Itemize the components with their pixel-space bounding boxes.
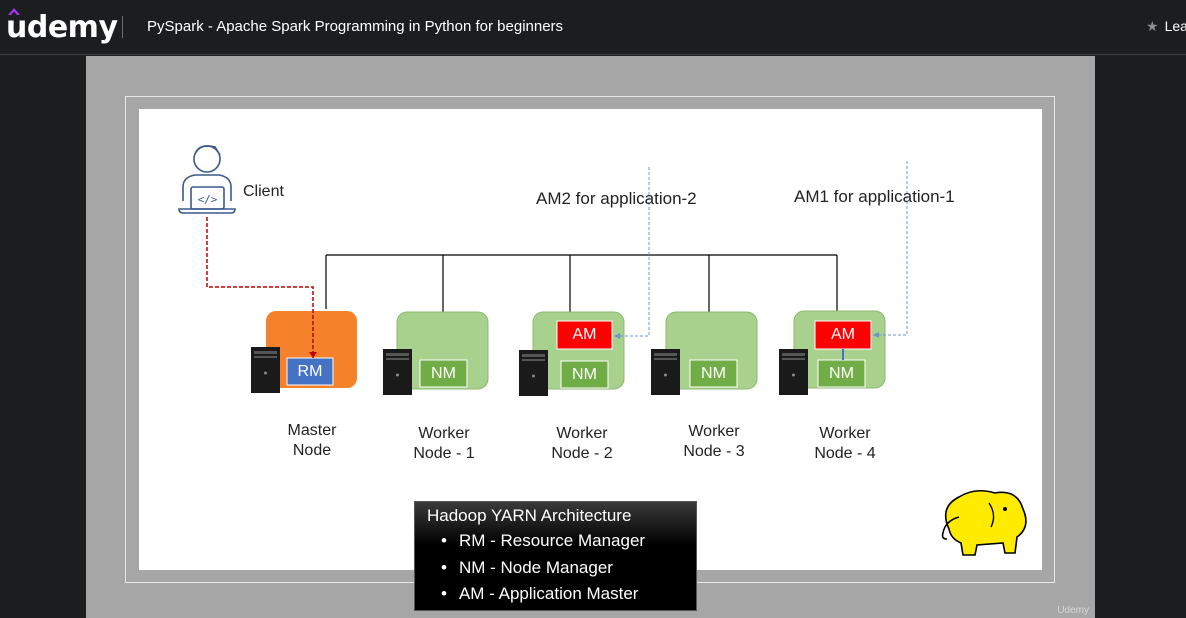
am1-label: AM1 for application-1 [794,187,955,206]
nm-badge-1: NM [431,365,456,382]
rm-badge-box [286,357,334,386]
am-badge-2: AM [572,326,597,343]
leave-rating-button[interactable]: ★ Lea [1146,18,1186,35]
top-bar: udemy PySpark - Apache Spark Programming… [0,0,1186,55]
am-badge-box-2 [556,320,613,350]
server-icons [251,347,808,396]
legend-item: NM - Node Manager [441,555,645,582]
hadoop-elephant-icon [941,489,1027,556]
client-label: Client [243,183,284,200]
legend-list: RM - Resource Manager NM - Node Manager … [441,528,645,608]
am-badge-4: AM [831,326,855,343]
client-request-line [206,217,314,358]
worker-node-1-label: Worker Node - 1 [413,425,475,462]
master-node-label: Master Node [287,422,337,459]
header-divider [122,16,123,38]
video-player[interactable]: </> Client AM2 for application-2 AM1 for… [86,56,1095,618]
svg-text:</>: </> [198,193,218,206]
nm-badge-box-1 [419,359,468,388]
am-badge-box-4 [814,320,872,350]
am2-pointer-line [614,167,650,337]
nm-badge-box-4 [817,359,866,388]
yarn-diagram: </> [178,145,1027,556]
nm-badge-2: NM [572,366,597,383]
course-title[interactable]: PySpark - Apache Spark Programming in Py… [147,18,564,35]
nm-badge-3: NM [701,365,726,382]
rm-badge: RM [297,363,323,380]
am2-label: AM2 for application-2 [536,189,697,208]
nm-badge-box-2 [560,360,609,389]
udemy-logo-icon [8,8,20,15]
udemy-logo[interactable]: udemy [6,10,118,45]
am1-pointer-line [873,161,908,336]
star-icon: ★ [1146,18,1159,34]
nm-badge-box-3 [689,359,738,388]
worker-node-4-label: Worker Node - 4 [814,425,876,462]
leave-rating-label: Lea [1164,18,1186,34]
worker-node-2-label: Worker Node - 2 [551,425,613,462]
legend-item: AM - Application Master [441,581,645,608]
legend-box: Hadoop YARN Architecture RM - Resource M… [414,501,697,611]
udemy-watermark: Udemy [1057,605,1089,616]
worker-node-3-label: Worker Node - 3 [683,423,745,460]
nm-badge-4: NM [829,365,854,382]
legend-title: Hadoop YARN Architecture [427,506,632,525]
slide: </> Client AM2 for application-2 AM1 for… [139,109,1042,570]
legend-item: RM - Resource Manager [441,528,645,555]
client-icon: </> [178,145,236,214]
